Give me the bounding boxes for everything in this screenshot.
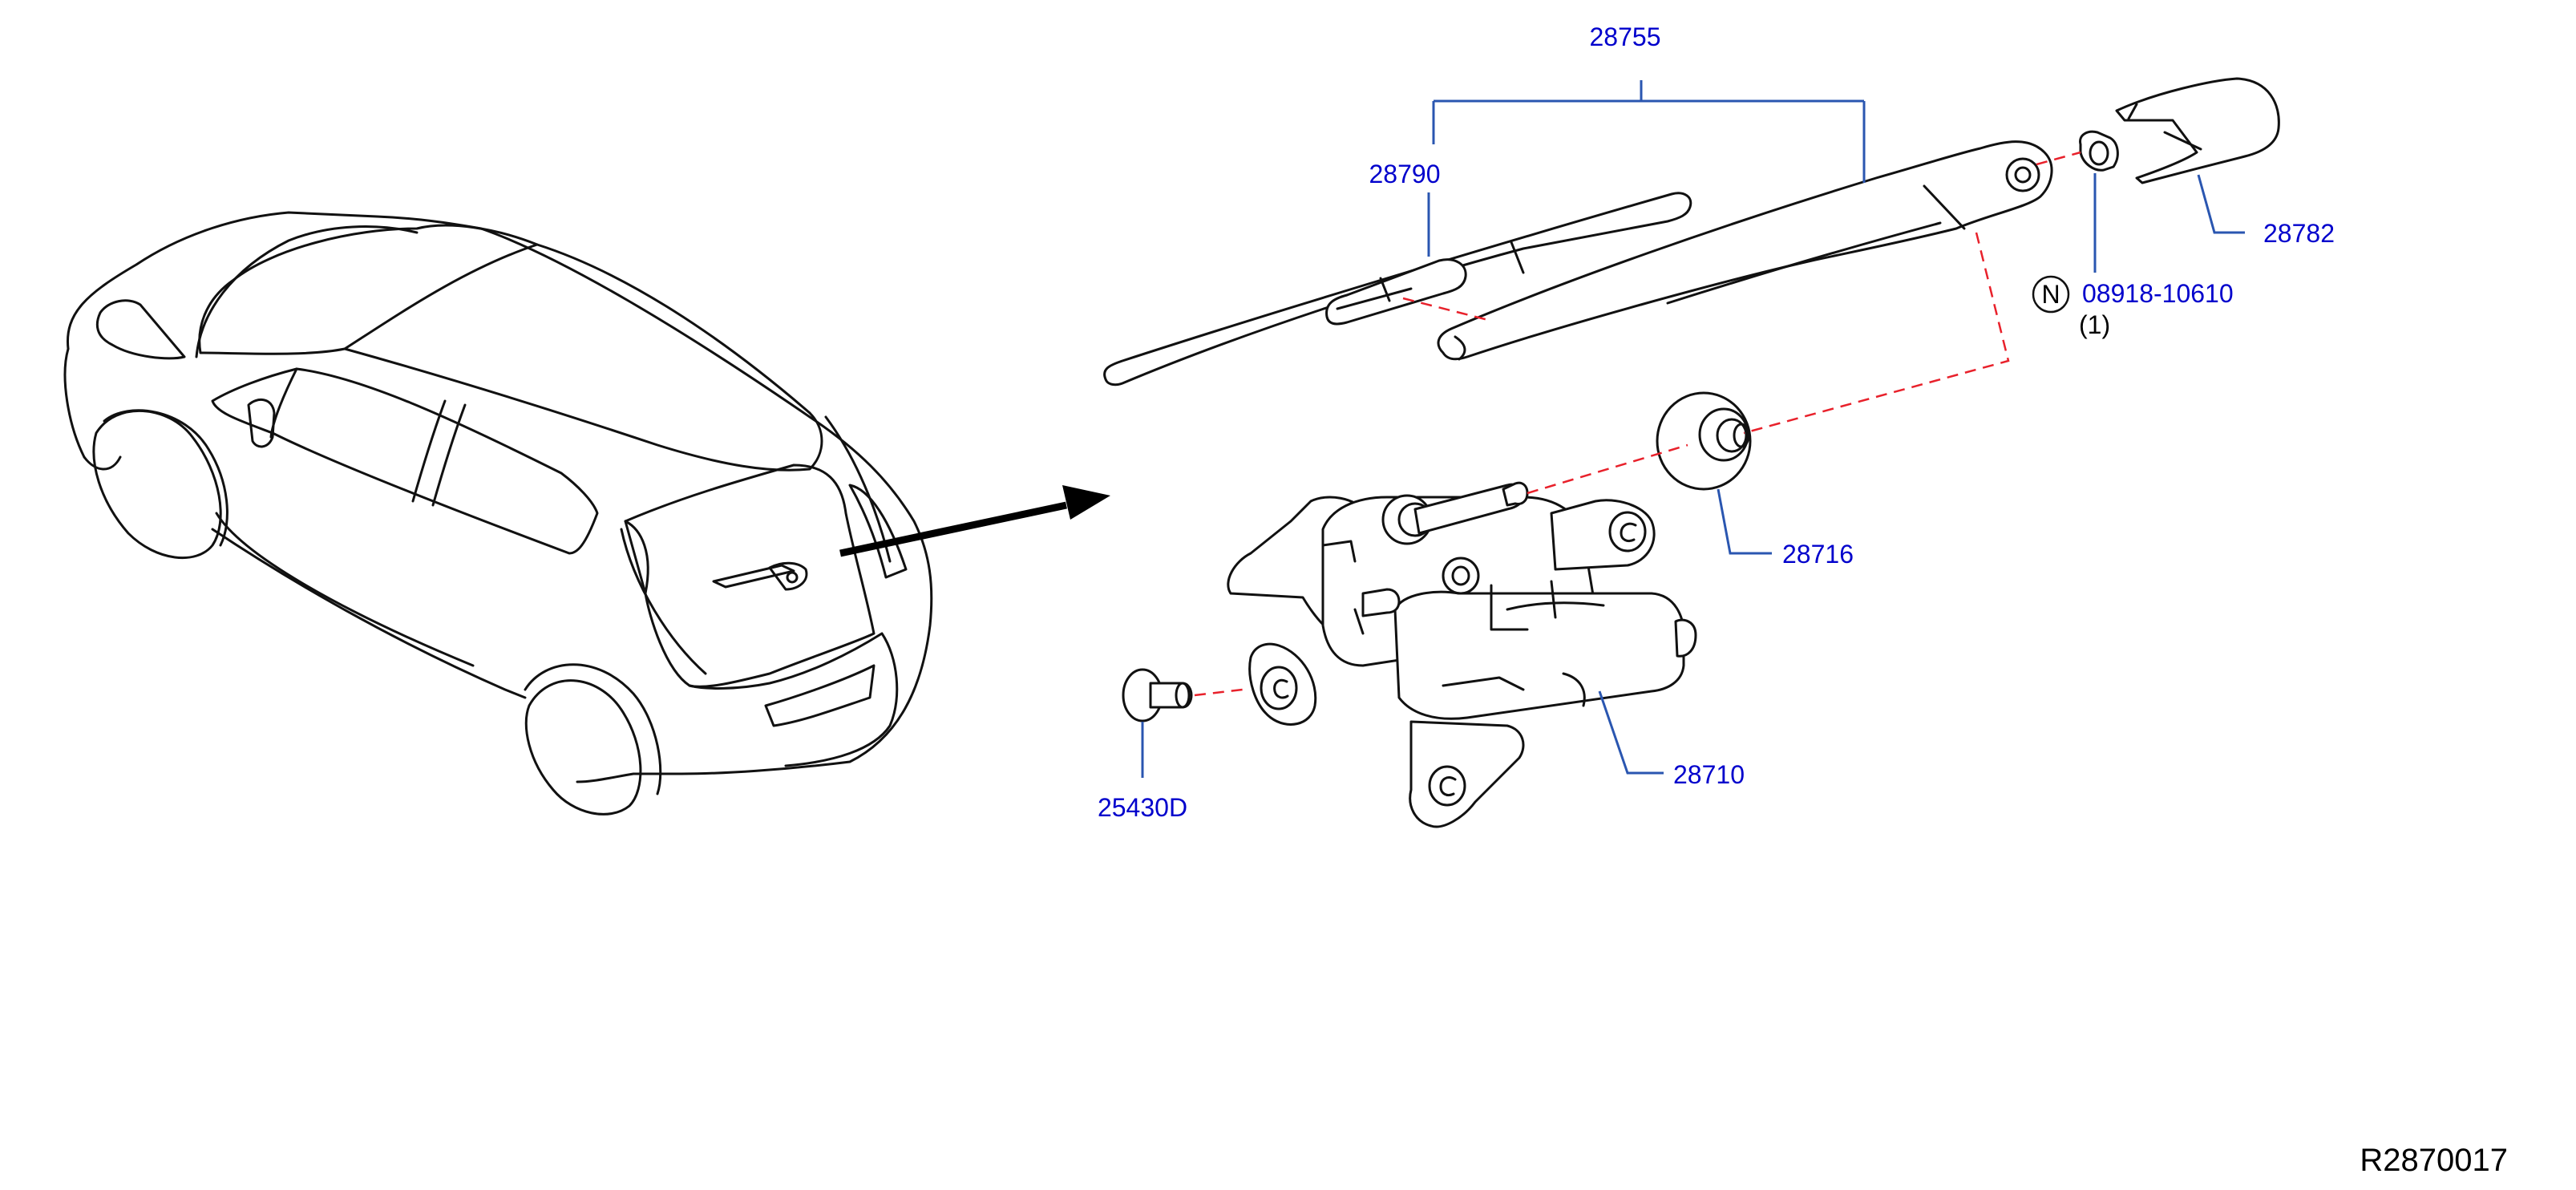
label-blade: 28790 — [1369, 160, 1441, 188]
diagram-code: R2870017 — [2360, 1143, 2508, 1178]
location-arrow — [839, 485, 1110, 557]
nut-part — [2079, 130, 2119, 172]
wiper-motor-part — [1227, 481, 1697, 828]
nut-callout: N 08918-10610 (1) — [2032, 275, 2234, 339]
label-bolt: 25430D — [1098, 793, 1187, 822]
label-arm-cap: 28782 — [2263, 219, 2335, 248]
label-nut-symbol: N — [2041, 280, 2060, 309]
assembly-lines — [1194, 151, 2081, 697]
label-grommet: 28716 — [1782, 540, 1854, 569]
grommet-part — [1656, 391, 1752, 491]
car-illustration — [63, 211, 933, 816]
bolt-part — [1122, 668, 1193, 722]
wiper-arm-part — [1437, 140, 2053, 361]
wiper-blade-part — [1103, 192, 1692, 387]
label-motor: 28710 — [1673, 760, 1745, 789]
leader-lines — [1141, 80, 2245, 778]
label-arm-assembly: 28755 — [1590, 22, 1661, 51]
label-nut: 08918-10610 — [2082, 279, 2234, 308]
label-nut-qty: (1) — [2079, 310, 2110, 339]
arm-cap-part — [2115, 77, 2280, 184]
